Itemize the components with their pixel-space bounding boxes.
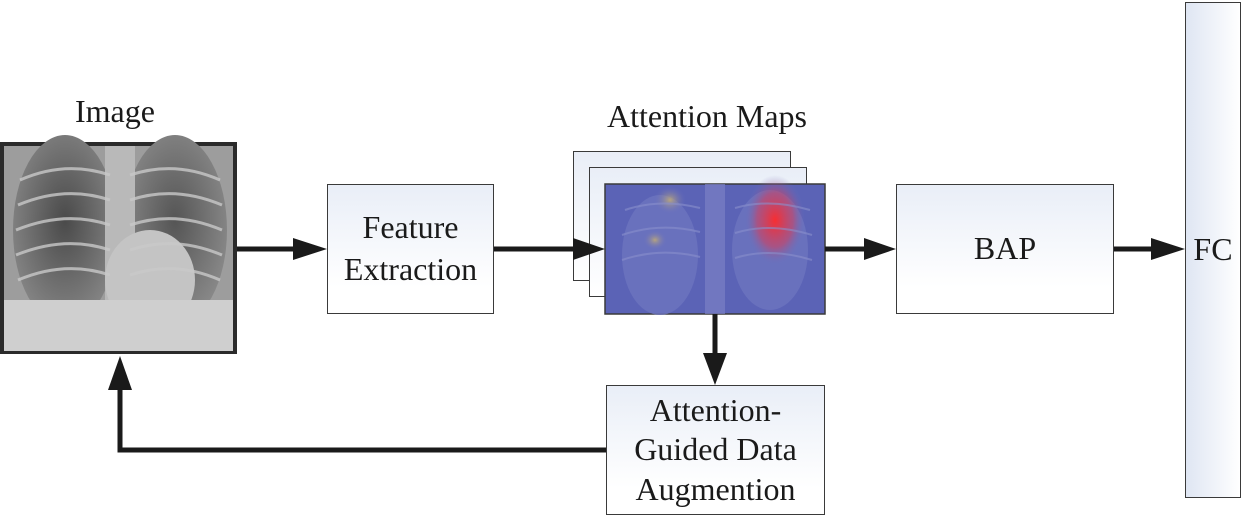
image-label: Image: [75, 93, 155, 129]
arrowhead-to-image: [108, 356, 132, 390]
feature-extraction-line-2: Extraction: [343, 251, 478, 287]
feature-extraction-line-1: Feature: [362, 209, 459, 246]
fc-box: FC: [1185, 2, 1241, 498]
fc-label: FC: [1193, 231, 1233, 268]
arrowhead-to-fc: [1151, 238, 1185, 260]
bap-box: BAP: [896, 184, 1114, 314]
arrowhead-to-bap: [864, 238, 896, 260]
arrowhead-to-feature: [293, 238, 327, 260]
arrowhead-to-augmentation: [703, 353, 727, 385]
augmentation-line-1: Attention-: [649, 392, 782, 429]
attention-map-frame-middle: [589, 167, 807, 297]
augmentation-feedback-line: [117, 389, 606, 453]
bap-label: BAP: [973, 230, 1037, 267]
augmentation-line-3: Augmention: [635, 470, 796, 507]
augmentation-line-2: Guided Data: [634, 431, 797, 468]
attention-maps-label: Attention Maps: [607, 98, 807, 134]
